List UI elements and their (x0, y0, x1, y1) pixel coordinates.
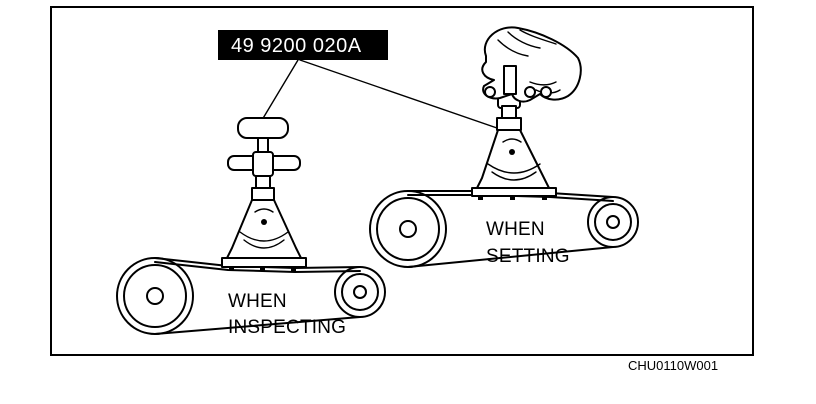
label-inspecting-line1: WHEN (228, 291, 287, 312)
label-inspecting-line2: INSPECTING (228, 317, 346, 338)
tension-gauge-setting (471, 87, 557, 200)
label-setting-line2: SETTING (486, 246, 570, 267)
inspecting-assembly: WHEN INSPECTING (116, 117, 386, 338)
pulley-small-left (334, 266, 386, 318)
figure-frame (50, 6, 754, 356)
figure-code: CHU0110W001 (628, 358, 718, 373)
part-number-callout: 49 9200 020A (218, 30, 498, 129)
setting-assembly: WHEN SETTING (369, 26, 639, 268)
part-number-box (218, 30, 388, 60)
tension-gauge-inspecting (221, 117, 307, 271)
hand-illustration (481, 26, 582, 103)
pulley-small-right (587, 196, 639, 248)
pulley-large-left (116, 257, 194, 335)
label-setting-line1: WHEN (486, 219, 545, 240)
part-number-text: 49 9200 020A (231, 35, 362, 57)
leader-line-left (261, 59, 299, 121)
leader-line-right (299, 59, 498, 129)
pulley-large-right (369, 190, 447, 268)
